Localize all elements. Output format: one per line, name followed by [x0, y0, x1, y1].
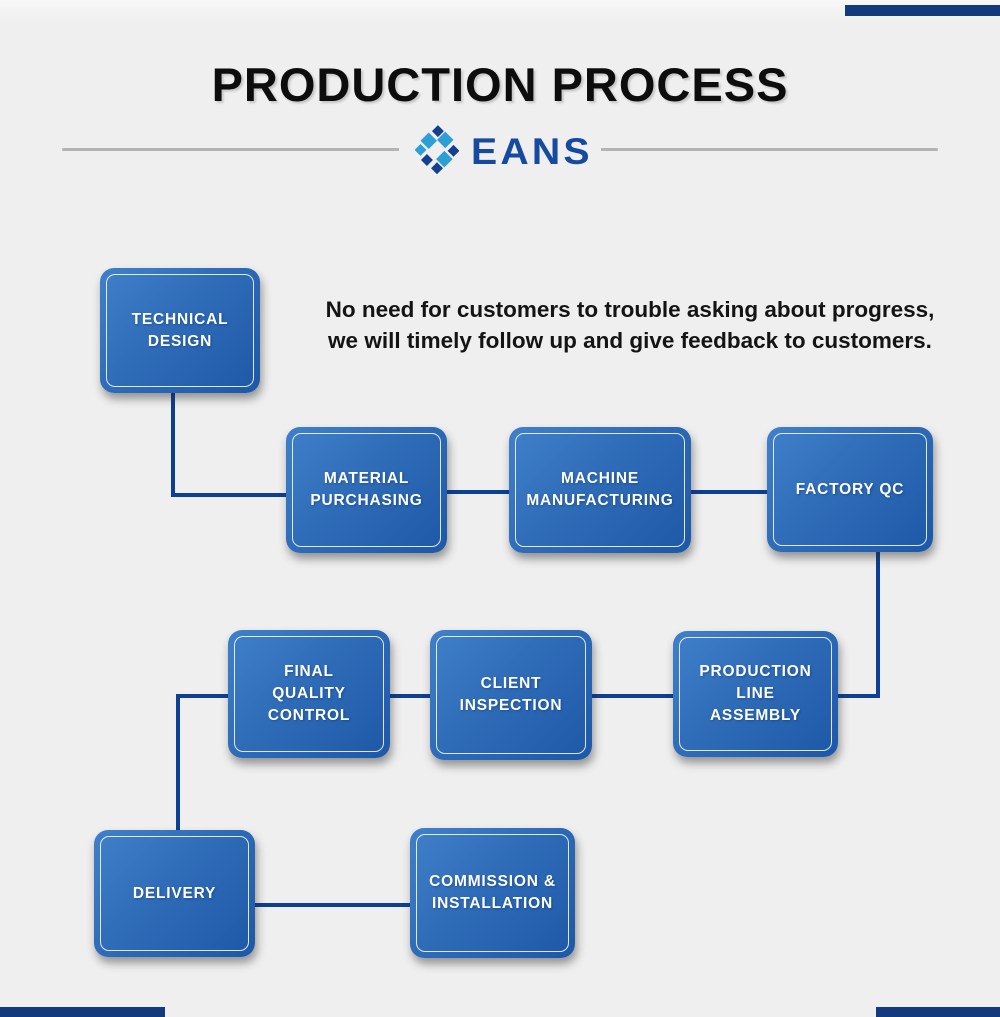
x-diamonds-icon: [414, 124, 460, 179]
flow-box-material-purchasing: MATERIAL PURCHASING: [286, 427, 447, 553]
connector-machine-to-factory-qc: [691, 490, 767, 494]
connector-technical-design-to-material: [171, 493, 286, 497]
flow-box-commission-installation: COMMISSION & INSTALLATION: [410, 828, 575, 958]
bottom-right-accent-bar: [876, 1007, 1000, 1017]
box-label-line: FACTORY QC: [795, 480, 905, 498]
flow-box-production-line-assembly: PRODUCTION LINE ASSEMBLY: [673, 631, 838, 757]
box-label-line: LINE: [736, 685, 775, 702]
box-label-line: TECHNICAL: [131, 310, 229, 328]
brand-name: EANS: [470, 130, 593, 172]
top-right-accent-bar: [845, 5, 1000, 16]
flow-box-final-quality-control: FINAL QUALITY CONTROL: [228, 630, 390, 758]
connector-final-qc-left: [176, 694, 228, 698]
box-label-line: INSPECTION: [459, 697, 563, 714]
flow-box-delivery: DELIVERY: [94, 830, 255, 957]
connector-factory-qc-down: [876, 548, 880, 698]
page-title: PRODUCTION PROCESS: [211, 58, 789, 111]
connector-technical-design-down: [171, 393, 175, 497]
box-label-line: PRODUCTION: [699, 663, 812, 680]
box-label-line: MACHINE: [561, 470, 639, 487]
bottom-left-accent-bar: [0, 1007, 165, 1017]
box-label-line: DELIVERY: [132, 884, 217, 902]
box-label-line: MANUFACTURING: [526, 492, 674, 509]
flow-box-technical-design: TECHNICAL DESIGN: [100, 268, 260, 393]
box-label-line: INSTALLATION: [432, 895, 553, 912]
flow-box-factory-qc: FACTORY QC: [767, 427, 933, 552]
eans-logo: EANS: [398, 124, 602, 179]
box-label-line: QUALITY: [272, 685, 346, 702]
connector-client-inspection-to-final-qc: [390, 694, 430, 698]
flow-box-client-inspection: CLIENT INSPECTION: [430, 630, 592, 760]
box-label-line: MATERIAL: [323, 470, 410, 487]
box-label-line: FINAL: [284, 663, 334, 680]
box-label-line: DESIGN: [147, 332, 213, 350]
box-label-line: ASSEMBLY: [709, 707, 802, 724]
connector-delivery-to-commission: [255, 903, 410, 907]
connector-factory-qc-to-assembly: [838, 694, 880, 698]
intro-text: No need for customers to trouble asking …: [290, 294, 970, 356]
box-label-line: PURCHASING: [310, 492, 423, 509]
box-label-line: CLIENT: [480, 675, 542, 692]
brand-row: EANS: [0, 124, 1000, 179]
connector-assembly-to-client-inspection: [592, 694, 673, 698]
connector-material-to-machine: [447, 490, 509, 494]
intro-line-2: we will timely follow up and give feedba…: [328, 328, 932, 353]
box-label-line: COMMISSION &: [429, 873, 556, 890]
box-label-line: CONTROL: [267, 707, 351, 724]
intro-line-1: No need for customers to trouble asking …: [325, 297, 935, 322]
flow-box-machine-manufacturing: MACHINE MANUFACTURING: [509, 427, 691, 553]
connector-elbow-to-delivery: [176, 694, 180, 834]
